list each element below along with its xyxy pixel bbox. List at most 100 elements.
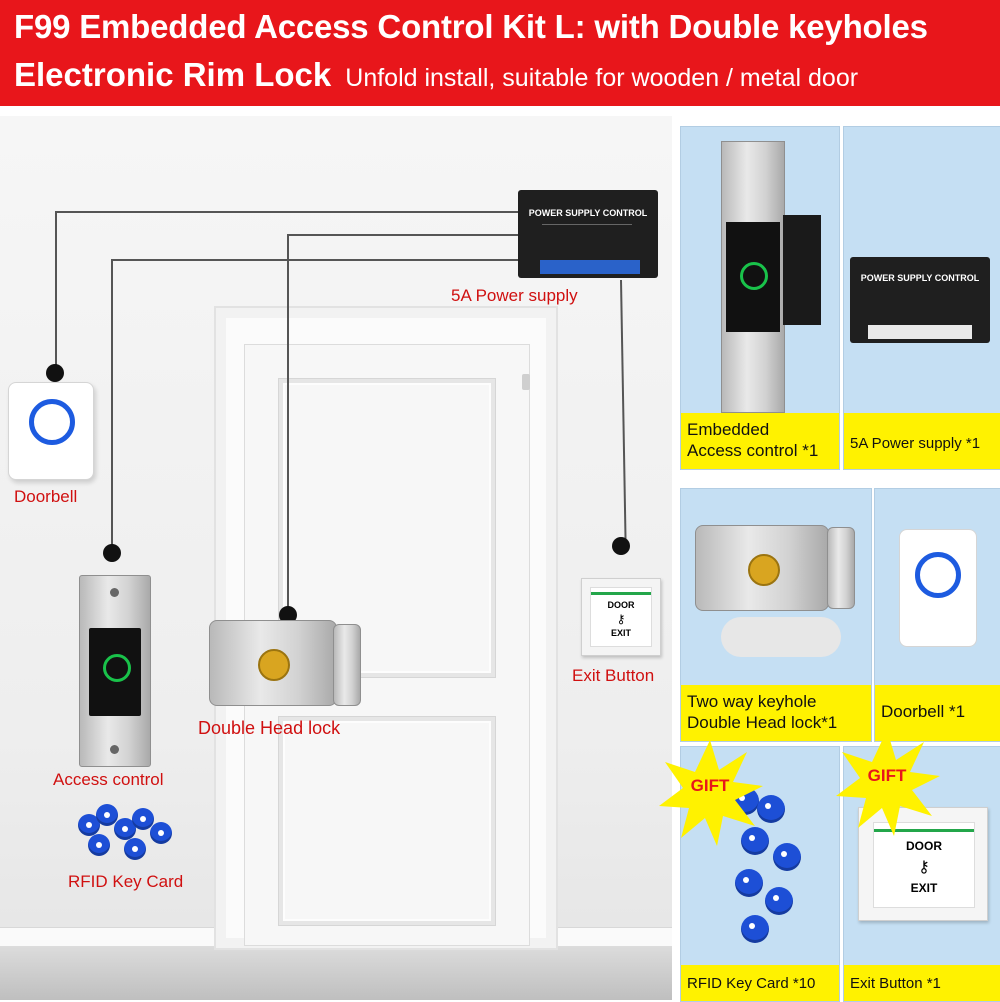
tile-access-control-image <box>721 141 785 413</box>
kit-caption-doorbell: Doorbell *1 <box>875 685 1000 741</box>
power-supply-label: 5A Power supply <box>451 286 578 305</box>
exit-exit-text: EXIT <box>610 628 631 638</box>
tile-exit-exit-text: EXIT <box>910 881 938 895</box>
kit-tile-rfid: RFID Key Card *10 <box>680 746 840 1002</box>
kit-tile-double-head-lock: Two way keyhole Double Head lock*1 <box>680 488 872 742</box>
tile-lock-strike <box>827 527 855 609</box>
gift-starburst-icon <box>659 740 763 846</box>
lock-keyhole <box>258 649 290 681</box>
wire-access-top <box>111 259 523 261</box>
tile-lock-accessories <box>721 617 841 657</box>
banner-title-bold: Electronic Rim Lock <box>14 56 332 93</box>
banner-title-line1: F99 Embedded Access Control Kit L: with … <box>14 8 928 45</box>
lock-strike-plate <box>333 624 361 706</box>
door-panel-upper <box>279 379 495 677</box>
kit-caption-exit-button: Exit Button *1 <box>844 965 1000 1001</box>
exit-button-label: Exit Button <box>572 666 655 685</box>
doorbell-ring-icon <box>29 399 75 445</box>
access-control-device <box>79 575 151 767</box>
tile-power-supply-title: POWER SUPPLY CONTROL <box>860 273 980 283</box>
tile-rfid-tag <box>773 843 801 871</box>
gift-badge-rfid: GIFT <box>655 738 765 848</box>
tile-exit-green-strip <box>874 829 974 832</box>
tile-exit-button-image: DOOR ⚷ EXIT <box>858 807 988 921</box>
banner-subtitle: Unfold install, suitable for wooden / me… <box>345 64 859 92</box>
floor <box>0 946 672 1000</box>
tile-doorbell-ring-icon <box>915 552 961 598</box>
tile-rfid-tag <box>765 887 793 915</box>
banner-title-line2: Electronic Rim Lock Unfold install, suita… <box>14 56 858 94</box>
tile-lock-image <box>695 525 829 611</box>
wire-doorbell-down <box>55 211 57 369</box>
rfid-tag <box>114 818 136 840</box>
kit-tile-exit-button: DOOR ⚷ EXIT Exit Button *1 <box>843 746 1000 1002</box>
tile-lock-keyhole <box>748 554 780 586</box>
rfid-tag <box>88 834 110 856</box>
kit-tile-doorbell: Doorbell *1 <box>874 488 1000 742</box>
tile-rfid-tag <box>757 795 785 823</box>
lock-wire-node <box>279 606 297 624</box>
kit-caption-access-control: Embedded Access control *1 <box>681 413 839 469</box>
power-supply-title: POWER SUPPLY CONTROL <box>528 208 648 218</box>
tile-power-terminal <box>868 325 972 339</box>
access-screw-top <box>110 588 119 597</box>
power-supply-spec-plate <box>542 224 632 251</box>
power-supply-terminal <box>540 260 640 274</box>
double-head-lock-device <box>209 620 337 706</box>
access-control-label: Access control <box>53 770 164 789</box>
gift-badge-text: GIFT <box>690 776 730 795</box>
exit-green-strip <box>591 592 651 595</box>
rfid-tag <box>150 822 172 844</box>
access-wire-node <box>103 544 121 562</box>
tile-access-backbox <box>783 215 821 325</box>
tile-access-keypad <box>726 222 780 332</box>
rfid-tag <box>124 838 146 860</box>
tile-rfid-tag <box>741 915 769 943</box>
kit-caption-line1: Embedded <box>687 420 770 439</box>
kit-tile-power-supply: POWER SUPPLY CONTROL 5A Power supply *1 <box>843 126 1000 470</box>
tile-exit-door-text: DOOR <box>906 839 942 853</box>
rfid-key-cards <box>70 800 180 866</box>
wire-lock-top <box>287 234 523 236</box>
tile-exit-button-face: DOOR ⚷ EXIT <box>873 822 975 908</box>
power-supply-unit: POWER SUPPLY CONTROL <box>518 190 658 278</box>
exit-button-face: DOOR ⚷ EXIT <box>590 587 652 647</box>
kit-caption-line2: Double Head lock*1 <box>687 713 838 732</box>
access-screw-bottom <box>110 745 119 754</box>
wire-access-down <box>111 259 113 549</box>
kit-caption-power-supply: 5A Power supply *1 <box>844 413 1000 469</box>
wire-doorbell-top <box>55 211 523 213</box>
exit-button-device: DOOR ⚷ EXIT <box>581 578 661 656</box>
exit-wire-node <box>612 537 630 555</box>
gift-starburst-icon <box>836 730 940 836</box>
tile-fingerprint-icon <box>740 262 768 290</box>
tile-doorbell-image <box>899 529 977 647</box>
fingerprint-icon <box>103 654 131 682</box>
kit-caption-line1: Two way keyhole <box>687 692 817 711</box>
tile-key-icon: ⚷ <box>918 859 930 876</box>
gift-badge-text: GIFT <box>867 766 907 785</box>
kit-tile-access-control: Embedded Access control *1 <box>680 126 840 470</box>
access-keypad-panel <box>89 628 141 716</box>
doorbell-label: Doorbell <box>14 487 78 506</box>
kit-caption-double-head-lock: Two way keyhole Double Head lock*1 <box>681 685 871 741</box>
rfid-tag <box>78 814 100 836</box>
double-head-lock-label: Double Head lock <box>198 718 341 738</box>
rfid-label: RFID Key Card <box>68 872 184 891</box>
kit-caption-rfid: RFID Key Card *10 <box>681 965 839 1001</box>
tile-power-supply-image: POWER SUPPLY CONTROL <box>850 257 990 343</box>
door-hinge <box>522 374 530 390</box>
kit-caption-line2: Access control *1 <box>687 441 819 460</box>
doorbell-wire-node <box>46 364 64 382</box>
doorbell-device <box>8 382 94 480</box>
rfid-tag <box>96 804 118 826</box>
gift-badge-exit-button: GIFT <box>832 728 942 838</box>
title-banner: F99 Embedded Access Control Kit L: with … <box>0 0 1000 106</box>
door-panel-lower <box>279 717 495 925</box>
key-icon: ⚷ <box>616 612 626 626</box>
rfid-tag <box>132 808 154 830</box>
exit-door-text: DOOR <box>607 600 635 610</box>
tile-rfid-tag <box>741 827 769 855</box>
tile-rfid-tag <box>735 869 763 897</box>
wire-lock-down <box>287 234 289 614</box>
